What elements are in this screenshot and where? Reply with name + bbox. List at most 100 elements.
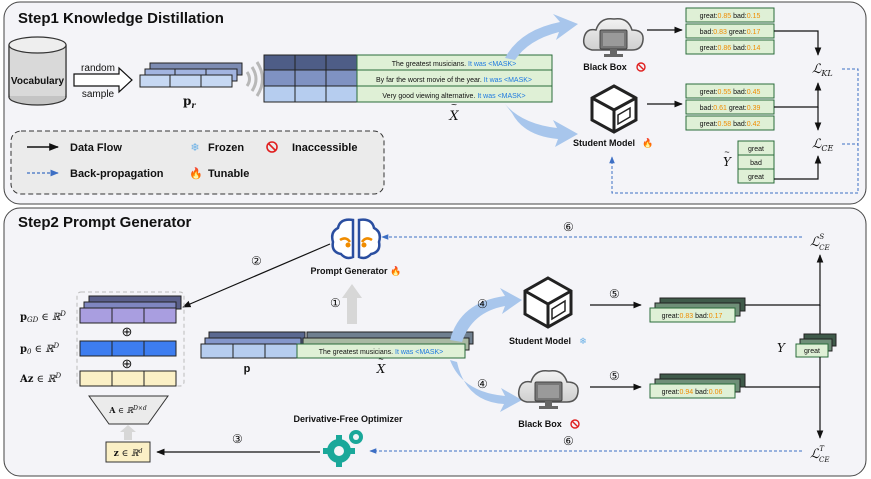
step-5-marker-bottom: ⑤ bbox=[609, 369, 620, 383]
a-matrix-trapezoid bbox=[88, 395, 169, 425]
prompt-generator-label: Prompt Generator bbox=[310, 266, 388, 276]
black-box-label: Black Box bbox=[583, 62, 627, 72]
legend-backprop: Back-propagation bbox=[70, 168, 164, 180]
y-label: Y bbox=[777, 341, 786, 355]
gear-icon bbox=[323, 430, 363, 467]
label-3: great bbox=[748, 174, 764, 181]
inaccessible-icon bbox=[636, 62, 646, 72]
input-text-3: Very good viewing alternative. It was <M… bbox=[382, 93, 525, 100]
student-model-cube-icon bbox=[590, 84, 638, 134]
dfo-label: Derivative-Free Optimizer bbox=[293, 414, 403, 424]
st-prob-row-3: great:0.58 bad:0.42 bbox=[700, 121, 761, 128]
y-label-stack bbox=[795, 333, 837, 358]
fan-arrow-blackbox bbox=[505, 14, 578, 60]
step2-x-tilde-label: X bbox=[376, 362, 386, 376]
blackbox-prob-stack bbox=[649, 373, 746, 399]
step-3-marker: ③ bbox=[232, 432, 243, 446]
legend-data-flow: Data Flow bbox=[70, 142, 122, 154]
legend-tunable: Tunable bbox=[208, 168, 249, 180]
plus-2: ⊕ bbox=[122, 356, 133, 371]
black-box-label-step2: Black Box bbox=[518, 419, 562, 429]
fan-arrow-student bbox=[505, 104, 578, 147]
backprop-step1 bbox=[609, 68, 859, 194]
random-sample-arrow bbox=[73, 66, 133, 94]
bb-prob-row-1: great:0.85 bad:0.15 bbox=[700, 13, 761, 20]
legend-inaccessible-icon bbox=[266, 141, 278, 153]
student-model-label-step2: Student Model bbox=[509, 336, 571, 346]
step-4-marker-bottom: ④ bbox=[477, 377, 488, 391]
student-prob-stack bbox=[649, 297, 746, 323]
arrow-z-to-a bbox=[120, 425, 136, 440]
p0-vector bbox=[79, 340, 177, 357]
arrow-generator-to-pgd bbox=[182, 243, 331, 308]
signal-icon bbox=[245, 61, 264, 97]
bb-prob-row-2: bad:0.83 great:0.17 bbox=[700, 29, 761, 36]
vocabulary-database-icon bbox=[8, 36, 67, 106]
x-tilde-accent: ~ bbox=[451, 100, 457, 111]
step-4-marker-top: ④ bbox=[477, 297, 488, 311]
frozen-icon: ❄ bbox=[190, 142, 199, 154]
p-label: p bbox=[244, 363, 251, 375]
step2-student-prob: great:0.83 bad:0.17 bbox=[662, 313, 723, 320]
plus-1: ⊕ bbox=[122, 324, 133, 339]
vocabulary-label: Vocabulary bbox=[11, 76, 65, 87]
legend-box bbox=[10, 130, 385, 195]
label-1: great bbox=[748, 146, 764, 153]
pgd-vector bbox=[79, 295, 182, 324]
label-2: bad bbox=[750, 160, 762, 167]
step2-input-text: The greatest musicians. It was <MASK> bbox=[319, 349, 444, 356]
prompt-generator-tunable-icon: 🔥 bbox=[390, 265, 401, 276]
x-tilde-label: X bbox=[448, 109, 459, 124]
pr-label: pr bbox=[183, 94, 196, 110]
step1-title: Step1 Knowledge Distillation bbox=[18, 10, 224, 27]
step2-x-tilde-accent: ~ bbox=[378, 354, 383, 364]
input-text-1: The greatest musicians. It was <MASK> bbox=[392, 61, 517, 68]
a-matrix-label: A ∈ ℝD×d bbox=[108, 405, 147, 415]
legend-tunable-icon: 🔥 bbox=[189, 167, 203, 180]
z-label: z ∈ ℝd bbox=[114, 448, 143, 459]
tunable-icon: 🔥 bbox=[642, 137, 653, 148]
az-label: Az ∈ ℝD bbox=[19, 372, 62, 385]
pgd-label: pGD ∈ ℝD bbox=[20, 310, 66, 324]
y-value: great bbox=[804, 348, 820, 355]
pr-prompt-vector bbox=[139, 62, 243, 88]
black-box-cloud-icon bbox=[582, 17, 644, 57]
z-vector bbox=[105, 441, 151, 463]
arrow-labels-to-lce bbox=[774, 155, 822, 180]
student-model-label: Student Model bbox=[573, 138, 635, 148]
y-tilde-labels bbox=[737, 140, 775, 184]
step-1-marker: ① bbox=[330, 296, 341, 310]
step-6-marker-top: ⑥ bbox=[563, 220, 574, 234]
bb-prob-row-3: great:0.86 bad:0.14 bbox=[700, 45, 761, 52]
random-label: random bbox=[81, 63, 115, 74]
x-tilde-input-strip bbox=[296, 331, 474, 359]
legend-inaccessible: Inaccessible bbox=[292, 142, 357, 154]
arrow-up-to-generator bbox=[342, 284, 362, 324]
student-frozen-icon: ❄ bbox=[579, 336, 587, 346]
step2-blackbox-prob: great:0.94 bad:0.06 bbox=[662, 389, 723, 396]
y-tilde-accent: ~ bbox=[724, 147, 729, 157]
step-2-marker: ② bbox=[251, 254, 262, 268]
x-tilde-matrix bbox=[263, 54, 553, 103]
step-6-marker-bottom: ⑥ bbox=[563, 434, 574, 448]
legend-frozen: Frozen bbox=[208, 142, 244, 154]
blackbox-prob-table bbox=[685, 7, 775, 55]
fan-arrow-blackbox-step2 bbox=[450, 360, 522, 412]
black-box-inaccessible-icon-step2 bbox=[570, 419, 580, 429]
fan-arrow-student-step2 bbox=[450, 288, 522, 342]
p0-label: p0 ∈ ℝD bbox=[20, 342, 60, 356]
arrow-bb-to-lkl bbox=[774, 30, 822, 56]
p-prompt-vector bbox=[200, 331, 306, 359]
student-prob-table bbox=[685, 83, 775, 131]
az-vector bbox=[79, 370, 177, 387]
st-prob-row-2: bad:0.61 great:0.39 bbox=[700, 105, 761, 112]
step2-title: Step2 Prompt Generator bbox=[18, 214, 192, 231]
student-model-cube-icon-step2 bbox=[523, 276, 573, 329]
input-text-2: By far the worst movie of the year. It w… bbox=[376, 77, 532, 84]
brain-icon bbox=[330, 218, 382, 260]
black-box-cloud-icon-step2 bbox=[517, 369, 579, 409]
sample-label: sample bbox=[82, 89, 115, 100]
step-5-marker-top: ⑤ bbox=[609, 287, 620, 301]
y-tilde-label: Y bbox=[723, 155, 732, 169]
